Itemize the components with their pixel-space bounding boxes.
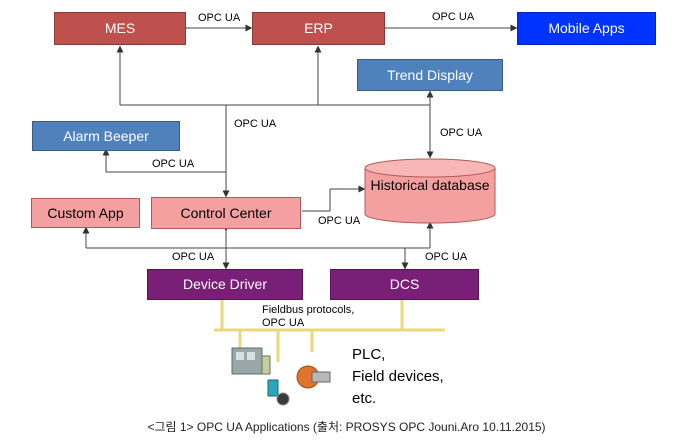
edge-label-alarm: OPC UA: [152, 158, 195, 170]
plc-line-3: etc.: [352, 390, 377, 407]
node-mobile-apps: Mobile Apps: [517, 12, 656, 45]
node-mes: MES: [54, 12, 186, 45]
node-alarm-beeper-label: Alarm Beeper: [63, 127, 149, 144]
edge-label-trunk: OPC UA: [234, 118, 277, 130]
node-dcs-label: DCS: [389, 276, 420, 293]
figure-caption: <그림 1> OPC UA Applications (출처: PROSYS O…: [147, 420, 546, 434]
field-devices-illustration: [231, 347, 331, 406]
node-control-center-label: Control Center: [180, 204, 272, 221]
node-historical-database: Historical database: [364, 158, 496, 224]
plc-line-1: PLC,: [352, 346, 386, 363]
fieldbus-label-line1: Fieldbus protocols,: [262, 304, 355, 316]
edge-label-control-db: OPC UA: [318, 215, 361, 227]
node-dcs: DCS: [330, 269, 479, 300]
node-custom-app-label: Custom App: [47, 204, 124, 221]
node-device-driver-label: Device Driver: [182, 276, 267, 293]
node-custom-app: Custom App: [31, 198, 140, 228]
node-erp-label: ERP: [304, 20, 333, 37]
node-mobile-apps-label: Mobile Apps: [548, 20, 625, 37]
edge-label-control-driver: OPC UA: [172, 251, 215, 263]
node-trend-display-label: Trend Display: [387, 66, 473, 83]
edge-label-trend-db: OPC UA: [440, 127, 483, 139]
database-cylinder-shape: [364, 158, 496, 224]
edge-label-dcs: OPC UA: [425, 251, 468, 263]
node-trend-display: Trend Display: [357, 59, 503, 91]
fieldbus-label-line2: OPC UA: [262, 317, 305, 329]
node-device-driver: Device Driver: [147, 269, 303, 300]
node-alarm-beeper: Alarm Beeper: [32, 121, 180, 151]
edge-label-mes-erp: OPC UA: [198, 12, 241, 24]
fieldbus-label: Fieldbus protocols, OPC UA: [262, 304, 354, 330]
edge-label-erp-mobile: OPC UA: [432, 11, 475, 23]
plc-field-devices-text: PLC, Field devices, etc.: [352, 344, 444, 410]
fieldbus-bus: [214, 300, 445, 362]
node-control-center: Control Center: [151, 197, 301, 229]
node-erp: ERP: [252, 12, 385, 45]
node-mes-label: MES: [104, 20, 136, 37]
node-historical-database-label: Historical database: [370, 177, 490, 193]
plc-line-2: Field devices,: [352, 368, 444, 385]
